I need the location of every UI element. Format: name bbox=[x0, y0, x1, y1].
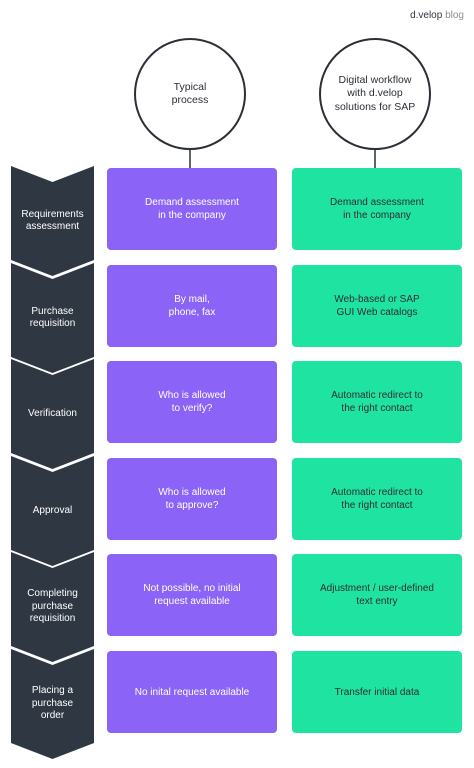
typical-step-box: Demand assessment in the company bbox=[107, 168, 277, 250]
digital-step-text: Automatic redirect to the right contact bbox=[331, 390, 423, 414]
typical-step-box: No inital request available bbox=[107, 651, 277, 733]
step-chevron: Verification bbox=[11, 359, 94, 469]
typical-step-text: By mail, phone, fax bbox=[168, 294, 216, 318]
digital-step-box: Adjustment / user-defined text entry bbox=[292, 554, 462, 636]
typical-step-text: Who is allowed to approve? bbox=[158, 487, 226, 511]
digital-step-text: Automatic redirect to the right contact bbox=[331, 487, 423, 511]
brand-logo: d.velop blog bbox=[410, 10, 464, 21]
digital-step-box: Automatic redirect to the right contact bbox=[292, 361, 462, 443]
brand-suffix: blog bbox=[442, 10, 464, 21]
digital-step-box: Transfer initial data bbox=[292, 651, 462, 733]
typical-step-text: Demand assessment in the company bbox=[145, 197, 239, 221]
typical-step-box: Who is allowed to verify? bbox=[107, 361, 277, 443]
typical-process-header: Typical process bbox=[134, 38, 246, 150]
digital-step-box: Automatic redirect to the right contact bbox=[292, 458, 462, 540]
typical-step-box: Who is allowed to approve? bbox=[107, 458, 277, 540]
digital-step-text: Transfer initial data bbox=[334, 686, 420, 698]
step-chevron: Placing a purchase order bbox=[11, 649, 94, 759]
step-chevron: Requirements assessment bbox=[11, 166, 94, 276]
step-chevron: Approval bbox=[11, 456, 94, 566]
digital-step-text: Web-based or SAP GUI Web catalogs bbox=[334, 294, 420, 318]
digital-step-box: Web-based or SAP GUI Web catalogs bbox=[292, 265, 462, 347]
typical-step-box: By mail, phone, fax bbox=[107, 265, 277, 347]
step-chevron: Completing purchase requisition bbox=[11, 552, 94, 662]
typical-step-text: No inital request available bbox=[134, 686, 250, 698]
typical-step-box: Not possible, no initial request availab… bbox=[107, 554, 277, 636]
digital-step-box: Demand assessment in the company bbox=[292, 168, 462, 250]
typical-step-text: Not possible, no initial request availab… bbox=[143, 583, 241, 607]
digital-step-text: Adjustment / user-defined text entry bbox=[320, 583, 434, 607]
step-chevron: Purchase requisition bbox=[11, 263, 94, 373]
digital-workflow-header: Digital workflow with d.velop solutions … bbox=[319, 38, 431, 150]
digital-step-text: Demand assessment in the company bbox=[330, 197, 424, 221]
typical-step-text: Who is allowed to verify? bbox=[158, 390, 226, 414]
brand-name: d.velop bbox=[410, 10, 443, 21]
